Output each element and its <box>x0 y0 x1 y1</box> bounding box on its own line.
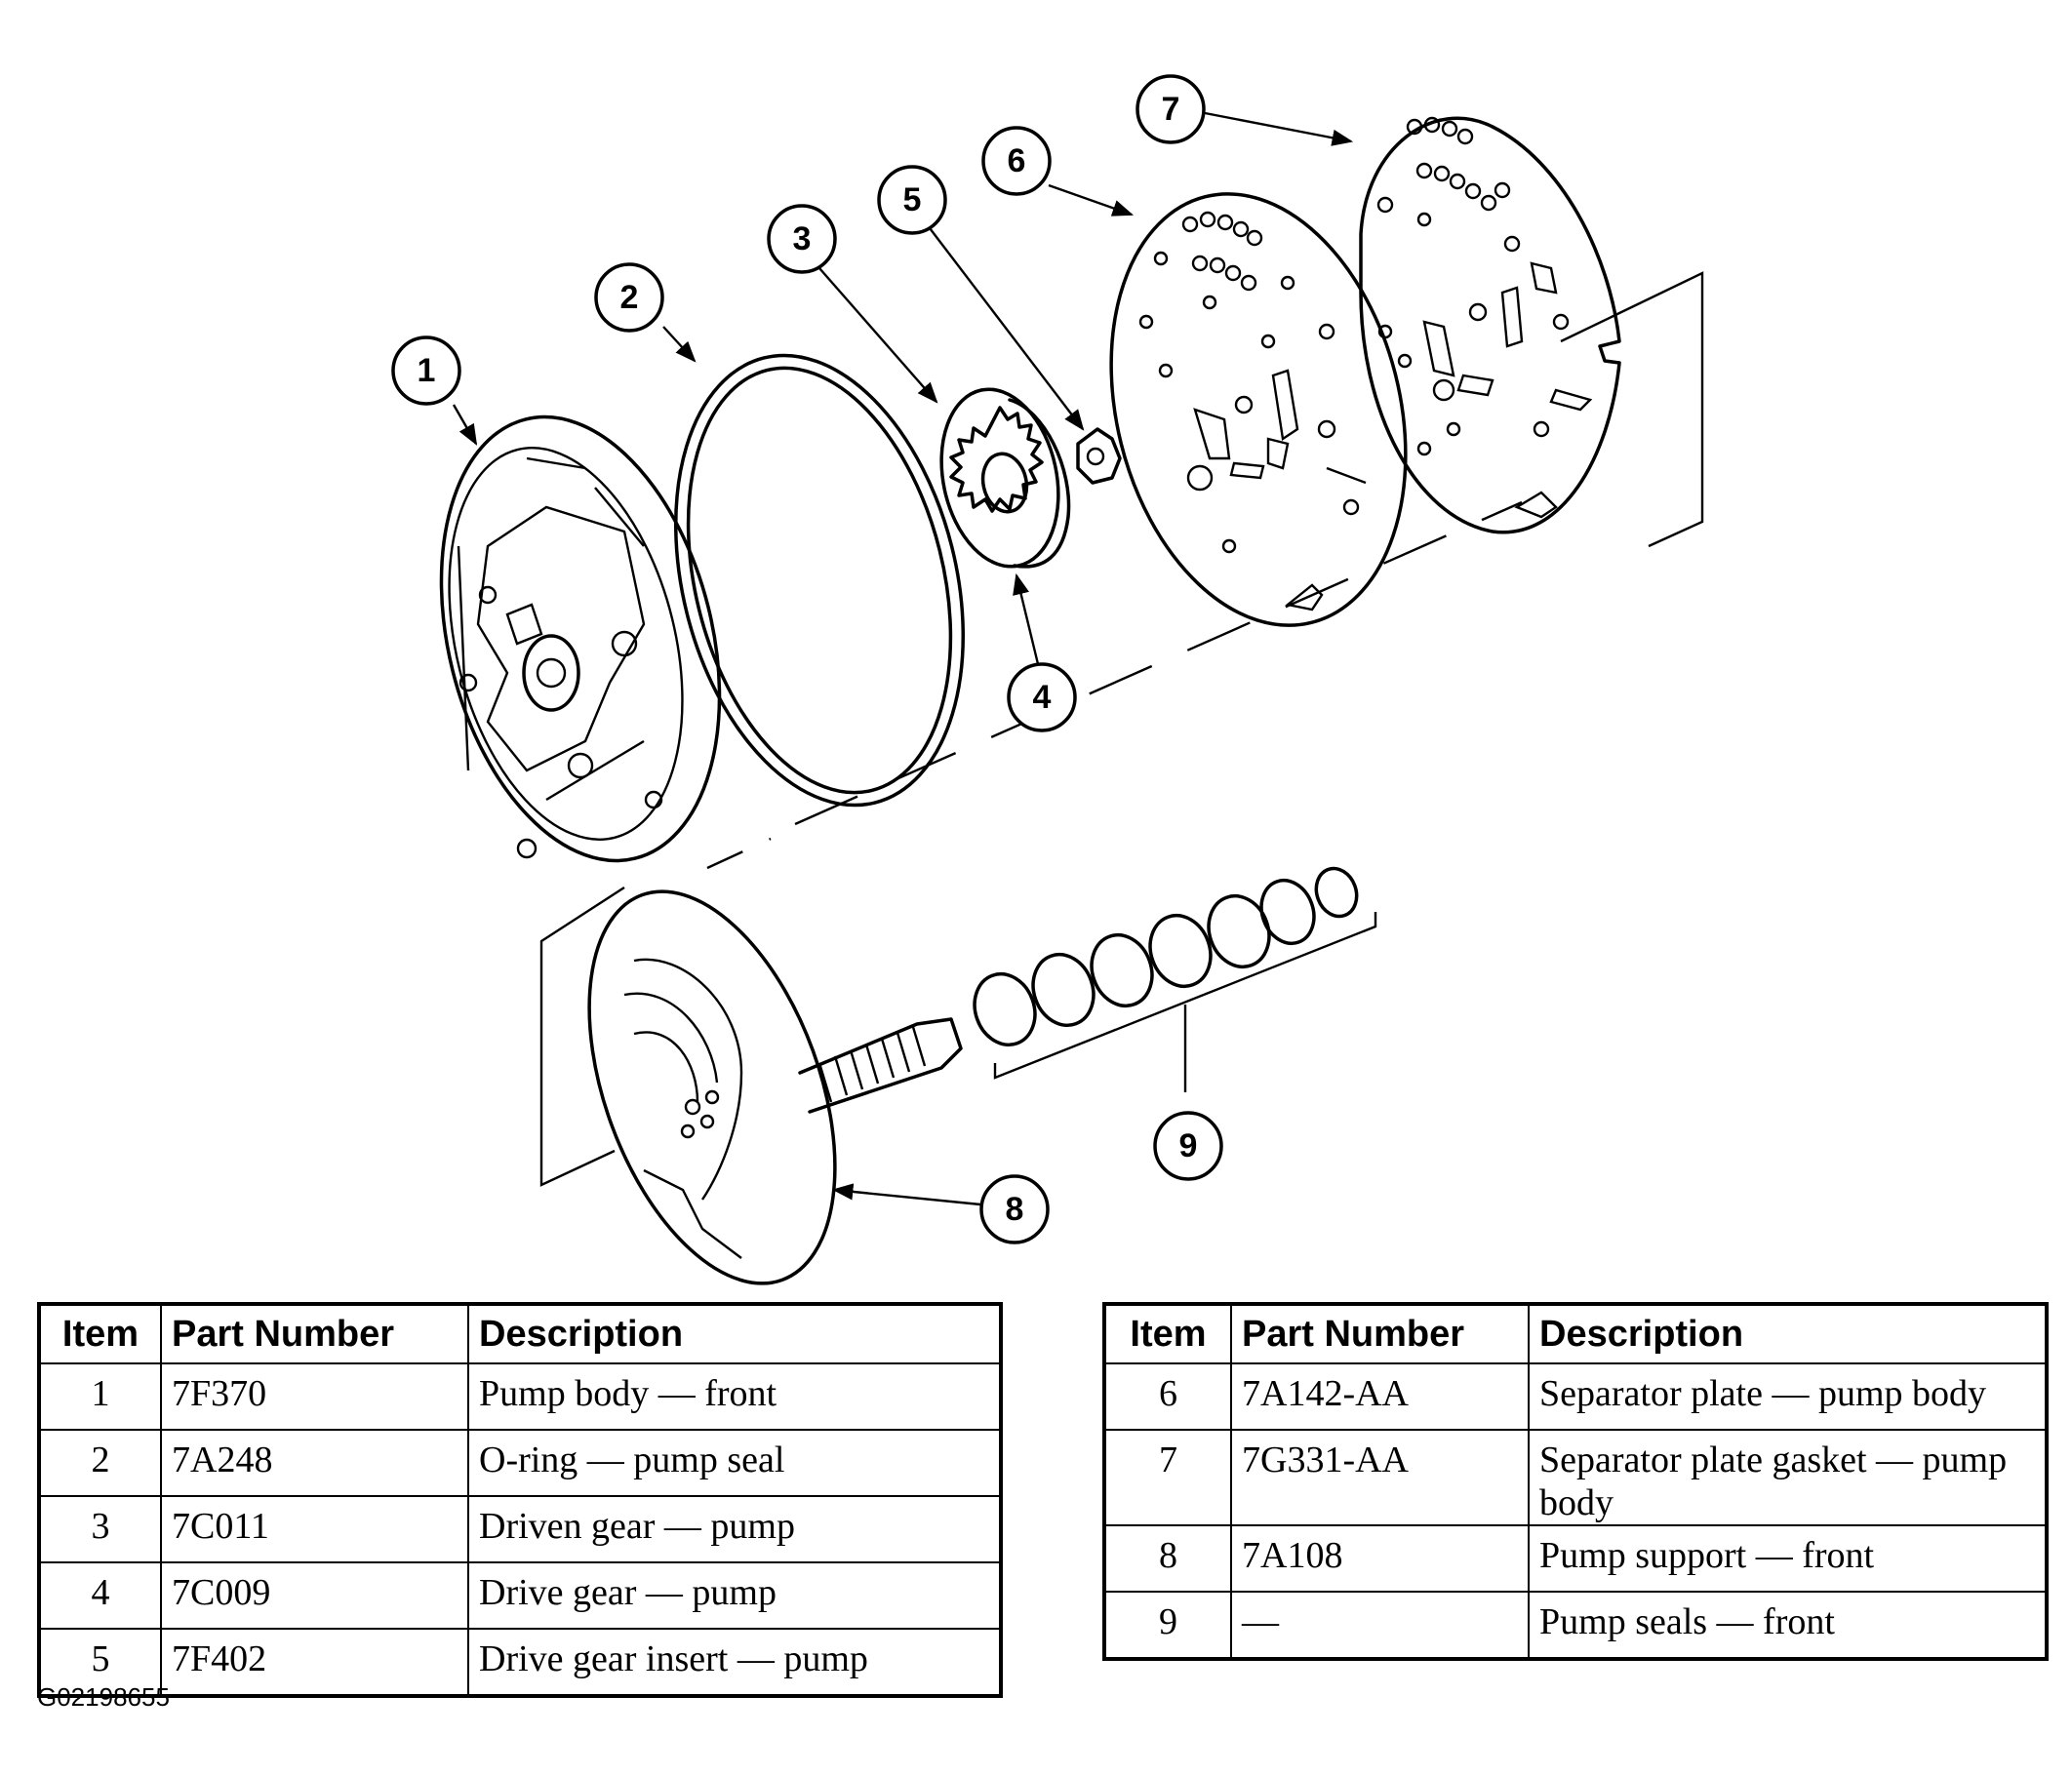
pump-gears-part <box>939 387 1071 569</box>
description-cell: Pump seals — front <box>1528 1591 2048 1660</box>
part-number-header: Part Number <box>160 1303 469 1364</box>
pump-seals-part <box>973 866 1377 1092</box>
figure-code: G02198655 <box>37 1682 170 1712</box>
exploded-view-diagram: 1 2 3 4 5 6 7 8 9 <box>391 74 1704 1285</box>
part-number-cell: 7A142-AA <box>1230 1362 1530 1431</box>
callout-8: 8 <box>979 1174 1050 1244</box>
description-cell: Drive gear — pump <box>467 1561 1002 1630</box>
svg-text:1: 1 <box>418 352 436 389</box>
item-cell: 1 <box>38 1362 162 1431</box>
table-header-row: Item Part Number Description <box>38 1303 1002 1364</box>
svg-text:7: 7 <box>1162 91 1180 128</box>
callout-1: 1 <box>391 335 461 406</box>
o-ring-part <box>673 353 966 808</box>
centerline <box>706 500 1523 870</box>
svg-text:9: 9 <box>1179 1127 1198 1164</box>
callout-5: 5 <box>877 165 947 235</box>
description-cell: Separator plate — pump body <box>1528 1362 2048 1431</box>
callout-6: 6 <box>981 126 1052 196</box>
pump-body-front-part <box>439 414 722 863</box>
description-cell: O-ring — pump seal <box>467 1429 1002 1497</box>
item-cell: 5 <box>38 1628 162 1697</box>
parts-table-left: Item Part Number Description 1 7F370 Pum… <box>37 1302 1003 1698</box>
callout-3: 3 <box>767 204 837 274</box>
separator-plate-part <box>1109 192 1408 627</box>
table-row: 2 7A248 O-ring — pump seal <box>38 1429 1002 1497</box>
table-row: 8 7A108 Pump support — front <box>1103 1524 2048 1593</box>
table-row: 5 7F402 Drive gear insert — pump <box>38 1628 1002 1697</box>
svg-text:2: 2 <box>620 279 639 316</box>
part-number-header: Part Number <box>1230 1303 1530 1364</box>
table-row: 4 7C009 Drive gear — pump <box>38 1561 1002 1630</box>
part-number-cell: — <box>1230 1591 1530 1660</box>
item-cell: 9 <box>1103 1591 1232 1660</box>
description-header: Description <box>1528 1303 2048 1364</box>
part-number-cell: 7A108 <box>1230 1524 1530 1593</box>
lower-bracket <box>539 886 625 1187</box>
part-number-cell: 7A248 <box>160 1429 469 1497</box>
callout-9: 9 <box>1153 1111 1223 1181</box>
part-number-cell: 7F402 <box>160 1628 469 1697</box>
description-cell: Separator plate gasket — pump body <box>1528 1429 2048 1526</box>
svg-text:5: 5 <box>903 181 922 218</box>
callout-2: 2 <box>594 262 664 333</box>
item-header: Item <box>1103 1303 1232 1364</box>
item-header: Item <box>38 1303 162 1364</box>
item-cell: 6 <box>1103 1362 1232 1431</box>
item-cell: 8 <box>1103 1524 1232 1593</box>
separator-plate-gasket-part <box>1359 116 1621 534</box>
svg-text:8: 8 <box>1006 1191 1024 1228</box>
item-cell: 4 <box>38 1561 162 1630</box>
part-number-cell: 7F370 <box>160 1362 469 1431</box>
table-row: 3 7C011 Driven gear — pump <box>38 1495 1002 1563</box>
description-header: Description <box>467 1303 1002 1364</box>
item-cell: 7 <box>1103 1429 1232 1526</box>
table-row: 1 7F370 Pump body — front <box>38 1362 1002 1431</box>
parts-table-right: Item Part Number Description 6 7A142-AA … <box>1102 1302 2049 1661</box>
description-cell: Drive gear insert — pump <box>467 1628 1002 1697</box>
item-cell: 3 <box>38 1495 162 1563</box>
item-cell: 2 <box>38 1429 162 1497</box>
description-cell: Pump body — front <box>467 1362 1002 1431</box>
table-header-row: Item Part Number Description <box>1103 1303 2048 1364</box>
part-number-cell: 7C009 <box>160 1561 469 1630</box>
description-cell: Driven gear — pump <box>467 1495 1002 1563</box>
leader-lines <box>452 110 1354 1206</box>
description-cell: Pump support — front <box>1528 1524 2048 1593</box>
svg-text:6: 6 <box>1008 142 1026 179</box>
svg-text:3: 3 <box>793 220 812 257</box>
callout-4: 4 <box>1007 662 1077 732</box>
pump-support-part <box>587 889 963 1285</box>
svg-text:4: 4 <box>1033 679 1052 716</box>
drive-gear-insert-part <box>1076 427 1122 485</box>
table-row: 6 7A142-AA Separator plate — pump body <box>1103 1362 2048 1431</box>
table-row: 9 — Pump seals — front <box>1103 1591 2048 1660</box>
upper-bracket <box>1560 271 1704 548</box>
callout-7: 7 <box>1136 74 1206 144</box>
part-number-cell: 7C011 <box>160 1495 469 1563</box>
table-row: 7 7G331-AA Separator plate gasket — pump… <box>1103 1429 2048 1526</box>
part-number-cell: 7G331-AA <box>1230 1429 1530 1526</box>
